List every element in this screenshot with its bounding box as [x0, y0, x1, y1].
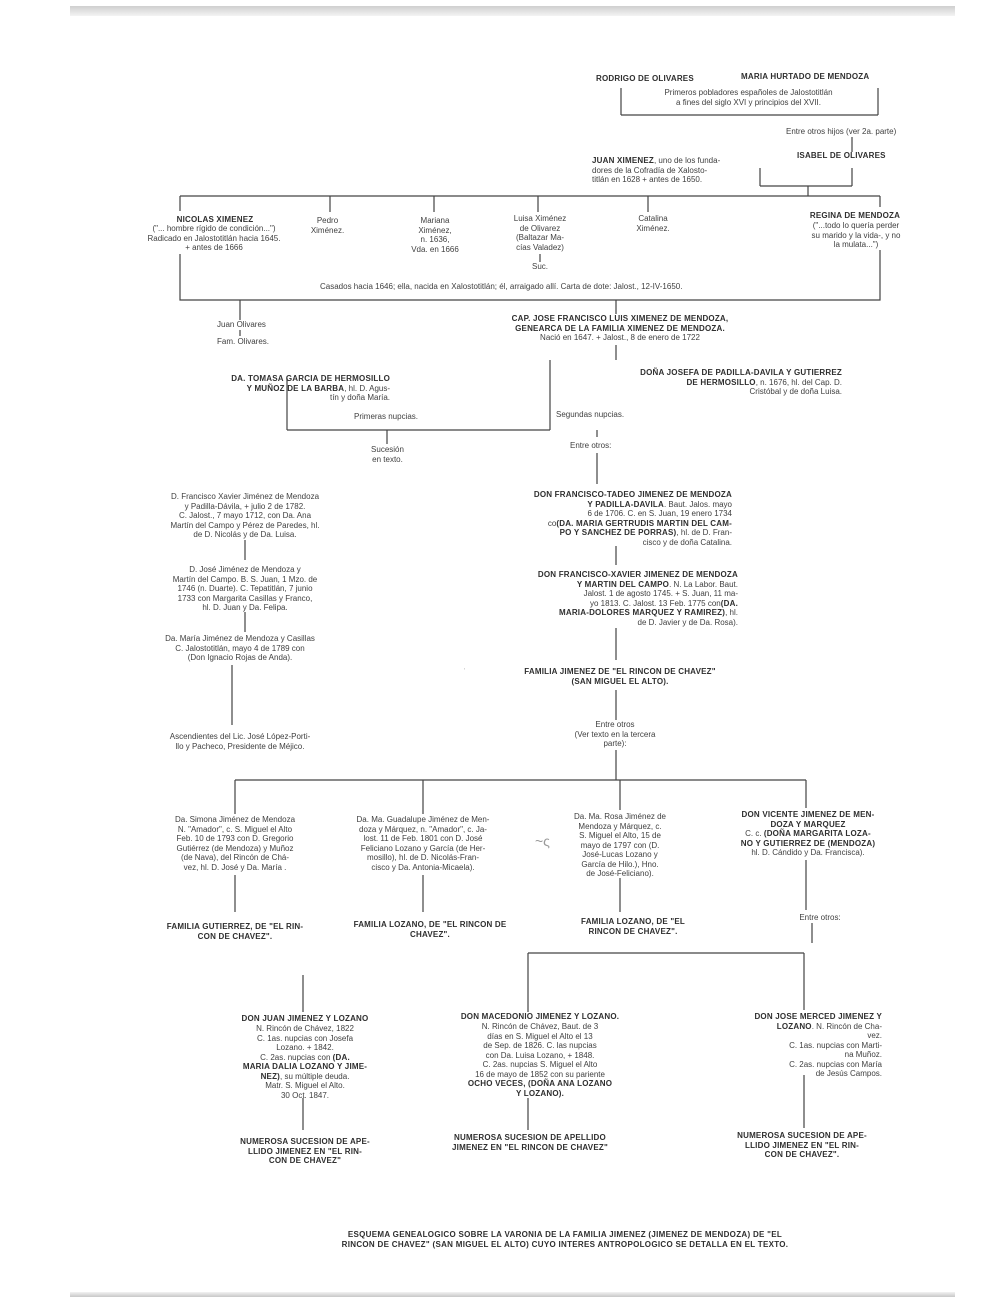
fam-olivares: Fam. Olivares. — [217, 337, 270, 346]
francisco-tadeo-spouse: (DA. MARIA GERTRUDIS MARTIN DEL CAM- PO … — [556, 518, 732, 538]
francisco-tadeo-name: DON FRANCISCO-TADEO JIMENEZ DE MENDOZA Y… — [533, 490, 732, 509]
vicente-spouse: (DOÑA MARGARITA LOZA- NO Y GUTIERREZ DE … — [740, 829, 876, 848]
macedonio-jimenez-desc: N. Rincón de Chávez, Baut. de 3 días en … — [475, 1022, 605, 1079]
francisco-xavier-padilla: D. Francisco Xavier Jiménez de Mendoza y… — [170, 492, 320, 539]
juan-olivares: Juan Olivares — [217, 320, 266, 329]
nicolas-ximenez-desc: ("... hombre rígido de condición...") Ra… — [147, 224, 281, 252]
founder-maria: MARIA HURTADO DE MENDOZA — [741, 72, 870, 81]
josefa-padilla: DOÑA JOSEFA DE PADILLA-DAVILA Y GUTIERRE… — [590, 368, 842, 397]
connector-row5-down — [302, 975, 805, 1130]
connector-row4-bus — [234, 779, 807, 814]
josefa-desc: , n. 1676, hl. del Cap. D. Cristóbal y d… — [749, 377, 843, 397]
juan-ximenez-desc: , uno de los funda- dores de la Cofradía… — [592, 156, 721, 184]
tomasa-name: DA. TOMASA GARCIA DE HERMOSILLO Y MUÑOZ … — [231, 374, 390, 393]
luisa-ximenez: Luisa Ximénez de Olivarez (Baltazar Ma- … — [513, 214, 567, 252]
juan-jl-spouse: (DA. MARIA DALIA LOZANO Y JIME- NEZ) — [242, 1052, 368, 1081]
stray-pen-mark: ~ς — [535, 833, 550, 849]
primeras-nupcias: Primeras nupcias. — [354, 412, 419, 421]
connector-row4-down — [234, 860, 813, 943]
mariana-ximenez: Mariana Ximénez, n. 1636, Vda. en 1666 — [411, 216, 459, 254]
vicente-mid: C. c. — [745, 829, 762, 838]
stray-mark: ˈ — [463, 667, 466, 676]
vicente-name: DON VICENTE JIMENEZ DE MEN- DOZA Y MARQU… — [741, 810, 875, 829]
luisa-suc: Suc. — [531, 262, 548, 271]
juan-jl-desc: N. Rincón de Chávez, 1822 C. 1as. nupcia… — [256, 1024, 354, 1062]
francisco-xavier-martin-desc: . N. La Labor. Baut. Jalost. 1 de agosto… — [583, 579, 738, 608]
cap-jose-francisco-name: CAP. JOSE FRANCISCO LUIS XIMENEZ DE MEND… — [511, 314, 729, 333]
entre-otros-2: Entre otros (Ver texto en la tercera par… — [574, 720, 656, 748]
connector-juan-isabel — [759, 168, 853, 187]
connector-gen2-bus — [179, 186, 881, 212]
regina-de-mendoza-desc: ("...todo lo quería perder su marido y l… — [811, 221, 901, 249]
francisco-xavier-martin-name: DON FRANCISCO-XAVIER JIMENEZ DE MENDOZA … — [537, 570, 738, 589]
scan-bottom-edge — [70, 1292, 955, 1297]
connector-marriage — [179, 250, 881, 301]
connector-founders — [620, 88, 879, 116]
connector-row5-bus — [527, 952, 805, 1012]
francisco-tadeo-tail: , hl. de D. Fran- cisco y de doña Catali… — [642, 528, 732, 547]
macedonio-jimenez-spouse: OCHO VECES, (DOÑA ANA LOZANO Y LOZANO). — [467, 1079, 613, 1098]
isabel-de-olivares: ISABEL DE OLIVARES — [797, 151, 886, 160]
founder-rodrigo: RODRIGO DE OLIVARES — [596, 74, 694, 83]
francisco-xavier-martin: DON FRANCISCO-XAVIER JIMENEZ DE MENDOZA … — [476, 570, 738, 627]
segundas-nupcias: Segundas nupcias. — [556, 410, 625, 419]
juan-ximenez: JUAN XIMENEZ, uno de los funda- dores de… — [592, 156, 720, 185]
macedonio-jimenez-name: DON MACEDONIO JIMENEZ Y LOZANO. — [460, 1012, 620, 1021]
casados-note: Casados hacia 1646; ella, nacida en Xalo… — [320, 282, 683, 291]
juan-jl-tail: , su múltiple deuda. Matr. S. Miguel el … — [265, 1071, 350, 1100]
josefa-name: DOÑA JOSEFA DE PADILLA-DAVILA Y GUTIERRE… — [640, 368, 842, 387]
connector-cap-marriages — [286, 345, 617, 484]
juan-ximenez-name: JUAN XIMENEZ — [592, 156, 654, 165]
francisco-xavier-martin-spouse: (DA. MARIA-DOLORES MARQUEZ Y RAMIREZ) — [558, 598, 738, 618]
catalina-ximenez: Catalina Ximénez. — [636, 214, 670, 233]
tomasa-desc: , hl. D. Agus- tín y doña María. — [329, 383, 390, 403]
tomasa-garcia: DA. TOMASA GARCIA DE HERMOSILLO Y MUÑOZ … — [150, 374, 390, 403]
guadalupe-jimenez: Da. Ma. Guadalupe Jiménez de Men- doza y… — [356, 815, 490, 872]
ascendientes-lopez-portillo: Ascendientes del Lic. José López-Porti- … — [169, 732, 311, 751]
scan-top-edge — [70, 6, 955, 16]
connector-left-line — [231, 540, 246, 725]
cap-jose-francisco-desc: Nació en 1647. + Jalost., 8 de enero de … — [540, 333, 700, 342]
sucesion-en-texto: Sucesión en texto. — [371, 445, 404, 464]
sucesion-macedonio: NUMEROSA SUCESION DE APELLIDO JIMENEZ EN… — [452, 1133, 608, 1152]
rosa-jimenez: Da. Ma. Rosa Jiménez de Mendoza y Márque… — [573, 812, 667, 878]
connector-gen3 — [239, 300, 617, 336]
juan-jimenez-lozano: N. Rincón de Chávez, 1822 C. 1as. nupcia… — [225, 1024, 385, 1100]
jose-merced-desc: . N. Rincón de Cha- vez. C. 1as. nupcias… — [789, 1021, 882, 1079]
entre-otros-3: Entre otros: — [799, 913, 841, 922]
figure-caption: ESQUEMA GENEALOGICO SOBRE LA VARONIA DE … — [341, 1230, 789, 1249]
francisco-xavier-martin-tail: , hl. de D. Javier y de Da. Rosa). — [637, 608, 738, 627]
familia-lozano-1: FAMILIA LOZANO, DE "EL RINCON DE CHAVEZ"… — [353, 920, 507, 939]
vicente-tail: hl. D. Cándido y Da. Francisca). — [751, 848, 865, 857]
entre-hijos-label: Entre otros hijos (ver 2a. parte) — [786, 127, 897, 136]
familia-jimenez-rincon: FAMILIA JIMENEZ DE "EL RINCON DE CHAVEZ"… — [524, 667, 716, 686]
pedro-ximenez: Pedro Ximénez. — [310, 216, 345, 235]
sucesion-jose-merced: NUMEROSA SUCESION DE APE- LLIDO JIMENEZ … — [737, 1131, 867, 1159]
familia-lozano-2: FAMILIA LOZANO, DE "EL RINCON DE CHAVEZ"… — [581, 917, 685, 936]
nicolas-ximenez-name: NICOLAS XIMENEZ — [176, 215, 254, 224]
jose-jimenez-martin: D. José Jiménez de Mendoza y Martín del … — [172, 565, 318, 612]
francisco-tadeo: DON FRANCISCO-TADEO JIMENEZ DE MENDOZA Y… — [476, 490, 732, 547]
juan-jimenez-lozano-name: DON JUAN JIMENEZ Y LOZANO — [241, 1014, 369, 1023]
sucesion-juan: NUMEROSA SUCESION DE APE- LLIDO JIMENEZ … — [240, 1137, 370, 1165]
founders-note: Primeros pobladores españoles de Jalosto… — [664, 88, 833, 107]
jose-merced-name: DON JOSE MERCED JIMENEZ Y LOZANO — [754, 1012, 882, 1031]
maria-jimenez-casillas: Da. María Jiménez de Mendoza y Casillas … — [165, 634, 315, 662]
regina-de-mendoza-name: REGINA DE MENDOZA — [809, 211, 901, 220]
simona-jimenez: Da. Simona Jiménez de Mendoza N. "Amador… — [174, 815, 296, 872]
vicente-jimenez: DON VICENTE JIMENEZ DE MEN- DOZA Y MARQU… — [728, 810, 888, 858]
jose-merced-jimenez: DON JOSE MERCED JIMENEZ Y LOZANO. N. Rin… — [720, 1012, 882, 1079]
francisco-tadeo-desc: . Baut. Jalos. mayo 6 de 1706. C. en S. … — [547, 499, 732, 528]
entre-otros-1: Entre otros: — [570, 441, 612, 450]
familia-gutierrez: FAMILIA GUTIERREZ, DE "EL RIN- CON DE CH… — [166, 922, 304, 941]
